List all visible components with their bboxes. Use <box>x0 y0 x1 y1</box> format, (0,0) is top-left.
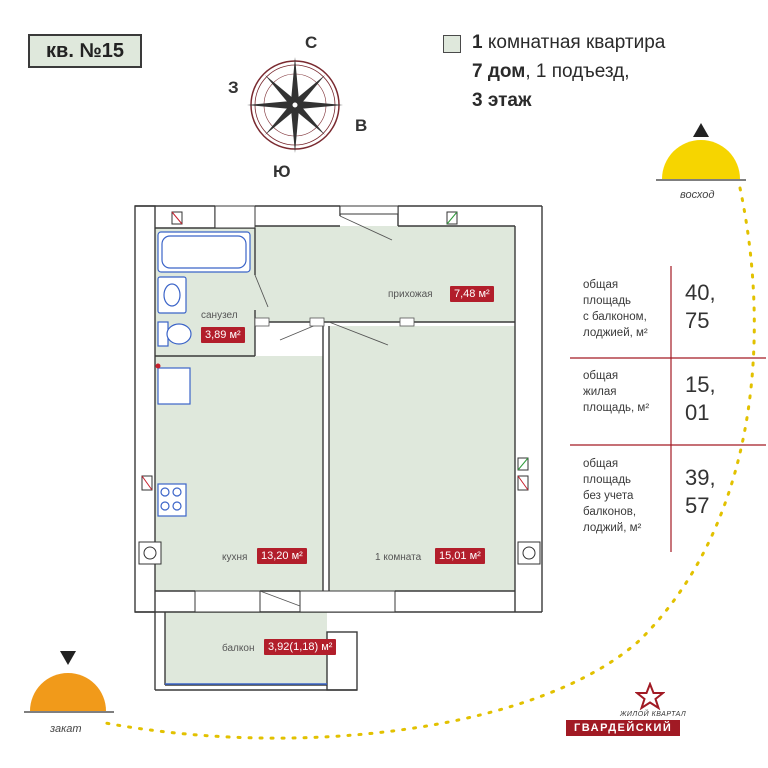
sunset-icon <box>24 651 114 713</box>
brand-subtitle: ЖИЛОЙ КВАРТАЛ <box>620 711 687 718</box>
apartment-number: кв. №15 <box>46 39 124 62</box>
floor-number: 3 этаж <box>472 90 532 111</box>
room-area: 15,01 м² <box>435 548 485 564</box>
rooms-info: 1 комнатная квартира <box>472 32 665 54</box>
sunrise-icon <box>656 123 746 181</box>
kitchen-label: кухня <box>222 552 248 563</box>
compass-rose-icon <box>247 57 343 153</box>
hallway-floor <box>255 226 515 322</box>
sunrise-label: восход <box>680 189 715 201</box>
balcony-area: 3,92(1,18) м² <box>264 639 337 655</box>
sunset-label: закат <box>50 723 82 735</box>
brand-name: ГВАРДЕЙСКИЙ <box>566 720 681 736</box>
balcony-label: балкон <box>222 643 255 654</box>
room-floor <box>329 326 515 591</box>
compass-east: В <box>355 116 368 135</box>
stats-table-lines <box>570 266 766 552</box>
compass-north: С <box>305 33 318 52</box>
house-info: 7 дом, 1 подъезд, <box>472 61 630 83</box>
room-label: 1 комната <box>375 552 422 563</box>
stat-total-with-balcony-label: общая площадь с балконом, лоджией, м² <box>583 279 648 339</box>
stat-total-without-balcony-label: общая площадь без учета балконов, лоджий… <box>583 458 642 534</box>
stat-living-area-label: общая жилая площадь, м² <box>583 370 650 414</box>
apartment-number-badge: кв. №15 <box>28 34 142 68</box>
compass-west: З <box>228 78 239 97</box>
entrance-text: , 1 подъезд, <box>525 61 630 82</box>
kitchen-area: 13,20 м² <box>257 548 307 564</box>
stat-total-without-balcony-value: 39, 57 <box>685 465 716 518</box>
star-logo-icon <box>635 682 665 710</box>
hallway-area: 7,48 м² <box>450 286 494 302</box>
hallway-label: прихожая <box>388 289 433 300</box>
bathroom-area: 3,89 м² <box>201 327 245 343</box>
bathroom-label: санузел <box>201 310 238 321</box>
house-number: 7 дом <box>472 61 526 82</box>
rooms-text: комнатная квартира <box>482 32 666 53</box>
stat-total-with-balcony-value: 40, 75 <box>685 280 716 333</box>
floor-legend-swatch <box>443 35 461 53</box>
compass-south: Ю <box>273 162 291 181</box>
floor-info: 3 этаж <box>472 90 531 112</box>
stat-living-area-value: 15, 01 <box>685 372 716 425</box>
rooms-count: 1 <box>472 32 483 53</box>
